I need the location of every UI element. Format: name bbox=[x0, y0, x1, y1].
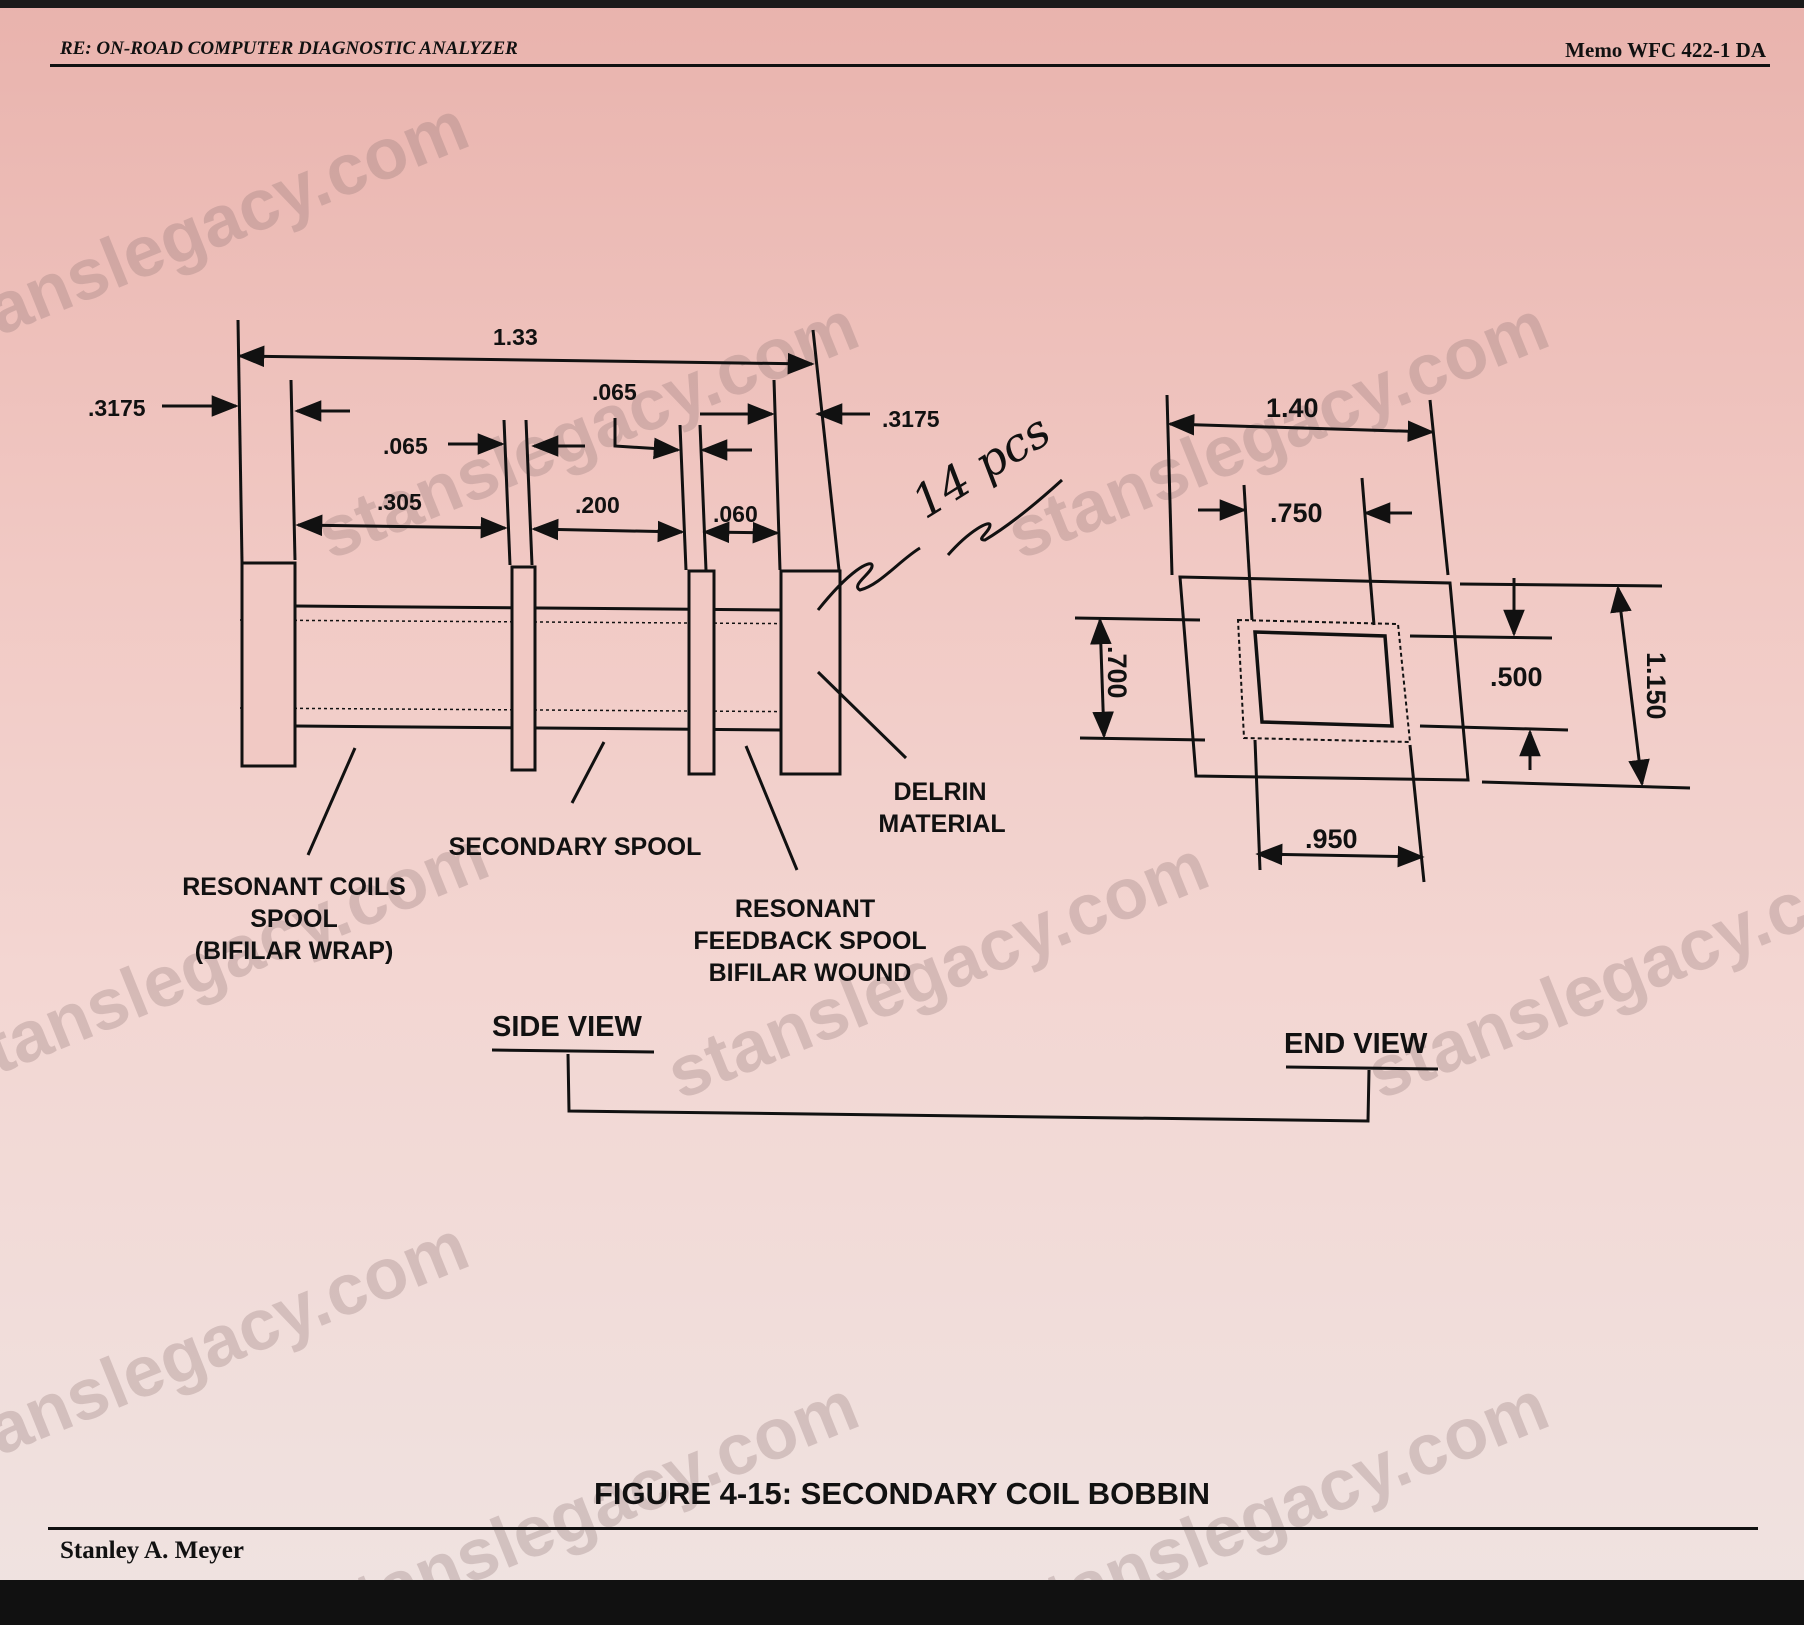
dim-height-overall-line bbox=[1610, 585, 1650, 787]
ext-line bbox=[1360, 477, 1376, 626]
dim-inner-width: .750 bbox=[1270, 498, 1323, 528]
dim-secondary-section: .200 bbox=[575, 492, 620, 518]
divider-flange-2 bbox=[687, 569, 716, 776]
dim-overall-line bbox=[237, 345, 815, 375]
label-resonant-line1: RESONANT COILS bbox=[182, 873, 406, 901]
dim-resonant-section: .305 bbox=[377, 489, 422, 515]
end-inner-window bbox=[1253, 630, 1394, 728]
bottom-edge-shadow bbox=[0, 1580, 1804, 1625]
leader-resonant bbox=[306, 747, 357, 856]
label-feedback-line3: BIFILAR WOUND bbox=[709, 959, 912, 987]
dim-thin-mid: .065 bbox=[592, 379, 637, 405]
end-core-outline bbox=[1236, 618, 1412, 744]
end-view bbox=[1074, 394, 1691, 883]
dim-resonant-section-line bbox=[295, 514, 508, 539]
figure-caption: FIGURE 4-15: SECONDARY COIL BOBBIN bbox=[593, 1476, 1211, 1511]
dim-feedback-section: .060 bbox=[713, 501, 758, 527]
ext-line bbox=[502, 419, 512, 566]
end-outer-plate bbox=[1178, 575, 1470, 782]
dim-height-left: .700 bbox=[1102, 646, 1132, 699]
watermark-layer: stanslegacy.com stanslegacy.com stansleg… bbox=[0, 85, 1804, 1625]
leader-delrin bbox=[816, 670, 908, 760]
label-feedback-line1: RESONANT bbox=[735, 895, 875, 923]
end-view-text: 1.40 .750 .950 .700 .500 1.150 END VIEW bbox=[1102, 393, 1671, 1060]
header-rule bbox=[50, 64, 1770, 67]
side-view-title: SIDE VIEW bbox=[492, 1011, 642, 1043]
dim-inner-height: .500 bbox=[1490, 662, 1543, 692]
watermark-text: stanslegacy.com bbox=[996, 285, 1559, 575]
dim-feedback-section-line bbox=[702, 521, 780, 544]
handwritten-squiggle-2 bbox=[946, 478, 1064, 556]
dim-width-overall-line bbox=[1167, 413, 1435, 443]
ext-line bbox=[1419, 724, 1569, 732]
ext-line bbox=[524, 419, 534, 566]
winding-bottom bbox=[239, 707, 841, 713]
label-feedback-line2: FEEDBACK SPOOL bbox=[693, 927, 926, 955]
memo-number: Memo WFC 422-1 DA bbox=[1565, 38, 1766, 62]
label-delrin-line2: MATERIAL bbox=[878, 810, 1005, 838]
label-resonant-line3: (BIFILAR WRAP) bbox=[195, 937, 394, 965]
dim-height-left-line bbox=[1090, 617, 1114, 739]
ext-line bbox=[289, 379, 297, 561]
label-resonant-line2: SPOOL bbox=[250, 905, 338, 933]
dim-thin-mid-leader bbox=[613, 418, 681, 460]
top-edge-shadow bbox=[0, 0, 1804, 8]
divider-flange-1 bbox=[510, 565, 537, 772]
footer-author: Stanley A. Meyer bbox=[60, 1537, 244, 1564]
ext-line bbox=[1459, 582, 1663, 588]
label-secondary-spool: SECONDARY SPOOL bbox=[449, 833, 702, 861]
watermark-text: stanslegacy.com bbox=[0, 1205, 479, 1495]
side-view-title-underline bbox=[491, 1048, 655, 1054]
ext-line bbox=[1079, 736, 1206, 742]
memo-subject: RE: ON-ROAD COMPUTER DIAGNOSTIC ANALYZER bbox=[60, 38, 518, 59]
ext-line bbox=[1074, 616, 1201, 622]
dim-width-overall: 1.40 bbox=[1266, 393, 1319, 423]
ext-line bbox=[1408, 744, 1426, 883]
side-view-text: 1.33 .3175 .3175 .065 .065 .305 .200 .06… bbox=[88, 324, 1060, 1043]
dim-width-lower: .950 bbox=[1305, 824, 1358, 854]
ext-line bbox=[772, 379, 782, 571]
ext-line bbox=[811, 329, 841, 571]
winding-top bbox=[239, 619, 841, 625]
dim-thin-left: .065 bbox=[383, 433, 428, 459]
dim-height-overall: 1.150 bbox=[1641, 652, 1671, 720]
leader-secondary bbox=[570, 741, 606, 804]
label-delrin-line1: DELRIN bbox=[893, 778, 986, 806]
dim-flange-left: .3175 bbox=[88, 395, 146, 421]
ext-line bbox=[1409, 634, 1553, 640]
view-bracket bbox=[566, 1053, 1371, 1123]
dim-width-lower-line bbox=[1255, 843, 1425, 868]
ext-line bbox=[678, 424, 688, 571]
side-view bbox=[162, 319, 1064, 871]
ext-line bbox=[1481, 780, 1691, 790]
ext-line bbox=[698, 424, 708, 571]
dim-overall: 1.33 bbox=[493, 324, 538, 350]
dim-flange-right: .3175 bbox=[882, 406, 940, 432]
ext-line bbox=[1428, 399, 1450, 576]
dim-secondary-section-line bbox=[531, 518, 685, 543]
ext-line bbox=[1253, 739, 1262, 871]
footer-rule bbox=[48, 1527, 1758, 1530]
handwritten-squiggle bbox=[816, 546, 921, 611]
leader-feedback bbox=[744, 745, 799, 871]
ext-line bbox=[1242, 484, 1254, 621]
left-end-flange bbox=[240, 561, 297, 768]
right-end-flange bbox=[779, 569, 842, 776]
end-view-title: END VIEW bbox=[1284, 1028, 1428, 1060]
end-view-title-underline bbox=[1285, 1065, 1439, 1071]
